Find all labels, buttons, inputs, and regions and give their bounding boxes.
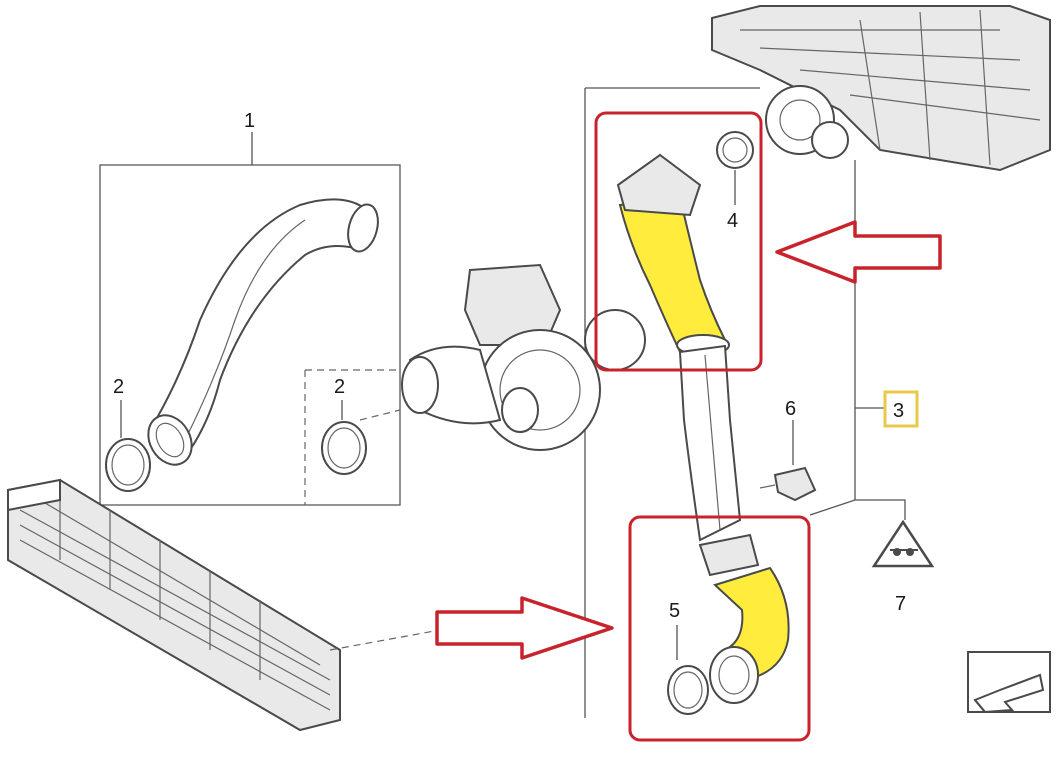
- turbocharger: [359, 263, 646, 451]
- callout-1: 1: [244, 110, 255, 132]
- callout-5: 5: [669, 600, 680, 622]
- callout-7: 7: [895, 593, 906, 615]
- part-2-ring-left: 2: [105, 376, 151, 492]
- callout-2-right: 2: [334, 376, 345, 398]
- red-arrow-upper: [775, 220, 942, 284]
- callout-3: 3: [893, 400, 904, 422]
- engine-intake-manifold: [711, 5, 1051, 172]
- red-arrow-lower: [435, 596, 614, 660]
- warning-triangle-icon: 7: [871, 519, 935, 615]
- callout-3-box: 3: [883, 390, 919, 428]
- part-1-group: 1: [99, 110, 401, 506]
- view-direction-arrow-icon: [967, 651, 1051, 714]
- hose-lower-section: 5: [667, 533, 790, 715]
- callout-6: 6: [785, 398, 796, 420]
- hose-middle-pipe: [678, 344, 742, 542]
- callout-4: 4: [727, 210, 738, 232]
- highlight-box-upper: [594, 111, 763, 372]
- sensor-part-6: 6: [759, 398, 817, 502]
- part-2-ring-right: 2: [304, 369, 400, 505]
- highlight-box-lower: [628, 515, 811, 742]
- intercooler: [7, 478, 441, 732]
- hose-upper-section: 4: [616, 131, 754, 356]
- callout-2-left: 2: [113, 376, 124, 398]
